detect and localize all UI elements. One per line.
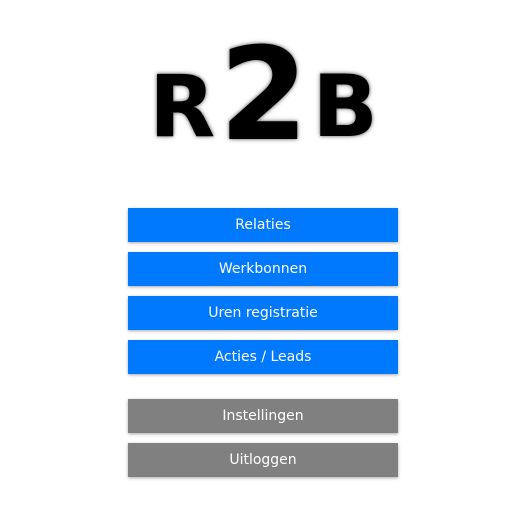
uitloggen-button[interactable]: Uitloggen bbox=[128, 443, 398, 477]
logo-digit-2: 2 bbox=[219, 21, 309, 170]
logo-letter-b: B bbox=[312, 57, 378, 157]
acties-leads-button[interactable]: Acties / Leads bbox=[128, 340, 398, 374]
menu-spacer bbox=[128, 384, 398, 399]
instellingen-button[interactable]: Instellingen bbox=[128, 399, 398, 433]
uren-registratie-button[interactable]: Uren registratie bbox=[128, 296, 398, 330]
relaties-button[interactable]: Relaties bbox=[128, 208, 398, 242]
app-logo: R 2 B bbox=[0, 22, 527, 162]
logo-letter-r: R bbox=[149, 57, 216, 157]
main-menu: Relaties Werkbonnen Uren registratie Act… bbox=[128, 208, 398, 487]
werkbonnen-button[interactable]: Werkbonnen bbox=[128, 252, 398, 286]
